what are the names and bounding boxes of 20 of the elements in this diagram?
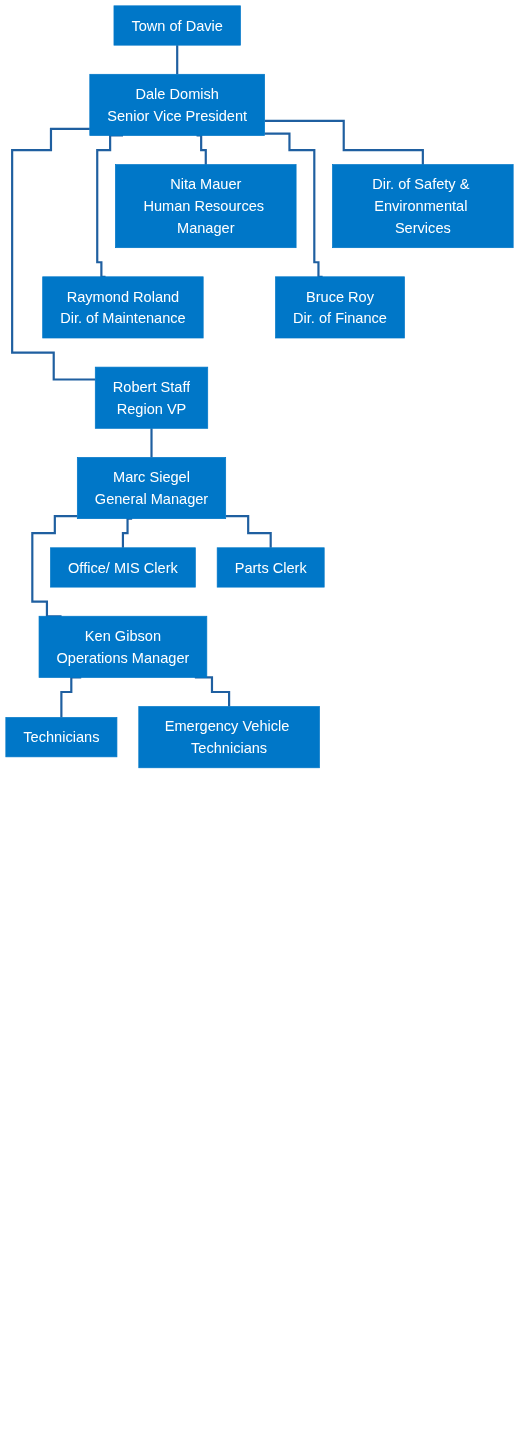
- node-box: Town of Davie: [113, 5, 241, 46]
- node-box: Emergency Vehicle Technicians: [138, 706, 320, 769]
- connector: [150, 427, 153, 459]
- node-box: Ken Gibson Operations Manager: [38, 615, 208, 678]
- node-box: Bruce Roy Dir. of Finance: [275, 276, 405, 339]
- node-box: Office/ MIS Clerk: [50, 547, 196, 588]
- connector: [176, 44, 179, 76]
- connector: [264, 119, 424, 166]
- node-box: Parts Clerk: [216, 547, 325, 588]
- node-box: Nita Mauer Human Resources Manager: [115, 164, 297, 249]
- connector: [264, 132, 323, 278]
- connector: [31, 515, 78, 618]
- node-box: Technicians: [5, 717, 118, 758]
- connector: [11, 127, 96, 381]
- node-box: Robert Staff Region VP: [94, 366, 209, 429]
- connector: [225, 515, 272, 549]
- node-box: Dir. of Safety & Environmental Services: [332, 164, 514, 249]
- node-box: Marc Siegel General Manager: [76, 457, 227, 519]
- node-box: Raymond Roland Dir. of Maintenance: [42, 276, 204, 339]
- node-box: Dale Domish Senior Vice President: [89, 73, 265, 136]
